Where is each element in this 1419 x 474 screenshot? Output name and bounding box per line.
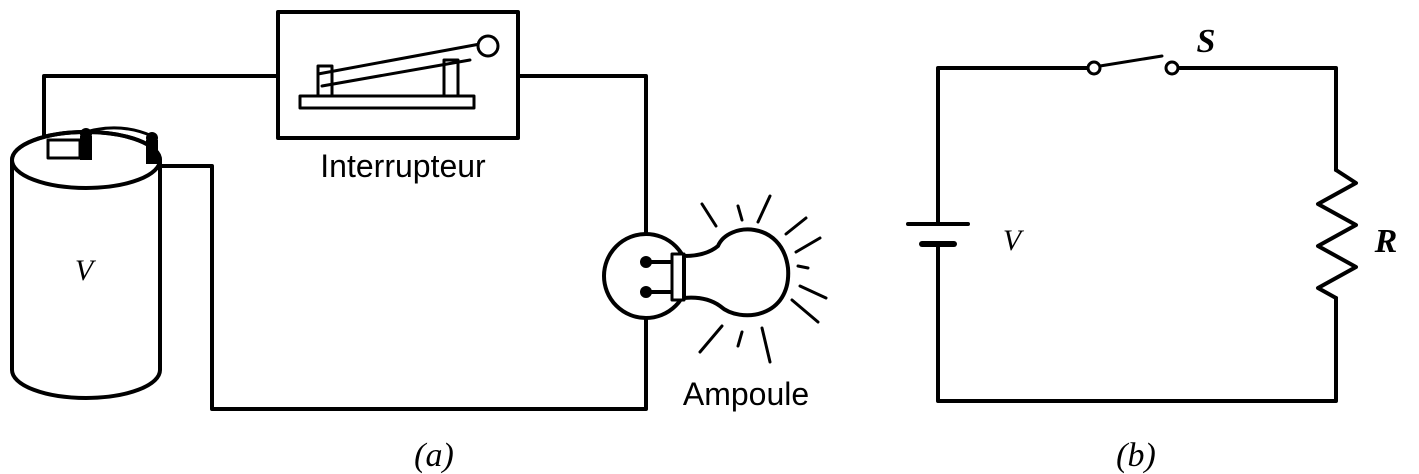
battery-cell: V	[10, 126, 162, 400]
lamp-label: Ampoule	[683, 376, 809, 412]
source-label: V	[1003, 224, 1025, 257]
lamp-bulb	[682, 227, 791, 318]
wire-switch-to-lamp	[516, 74, 648, 264]
light-rays	[698, 194, 828, 364]
schematic-wire-top-right	[1178, 66, 1338, 172]
schematic-wire-top-left	[936, 66, 1090, 226]
switch-label: Interrupteur	[320, 148, 486, 184]
wire-lamp-to-battery	[158, 164, 648, 411]
knife-switch: Interrupteur	[276, 10, 520, 184]
caption-a: (a)	[414, 437, 454, 474]
schematic-battery: V	[906, 222, 1025, 257]
schematic-wire-bottom	[936, 242, 1338, 403]
battery-label: V	[75, 254, 97, 287]
switch-s-label: S	[1197, 23, 1216, 60]
figure-b: S R V (b)	[906, 23, 1398, 474]
caption-b: (b)	[1116, 437, 1156, 474]
lamp: Ampoule	[602, 194, 828, 412]
schematic-switch: S	[1086, 23, 1216, 76]
schematic-resistor: R	[1316, 168, 1398, 300]
figure-a: V Interrupteur	[10, 10, 828, 474]
resistor-label: R	[1374, 223, 1398, 260]
battery-terminal-left	[46, 128, 92, 160]
